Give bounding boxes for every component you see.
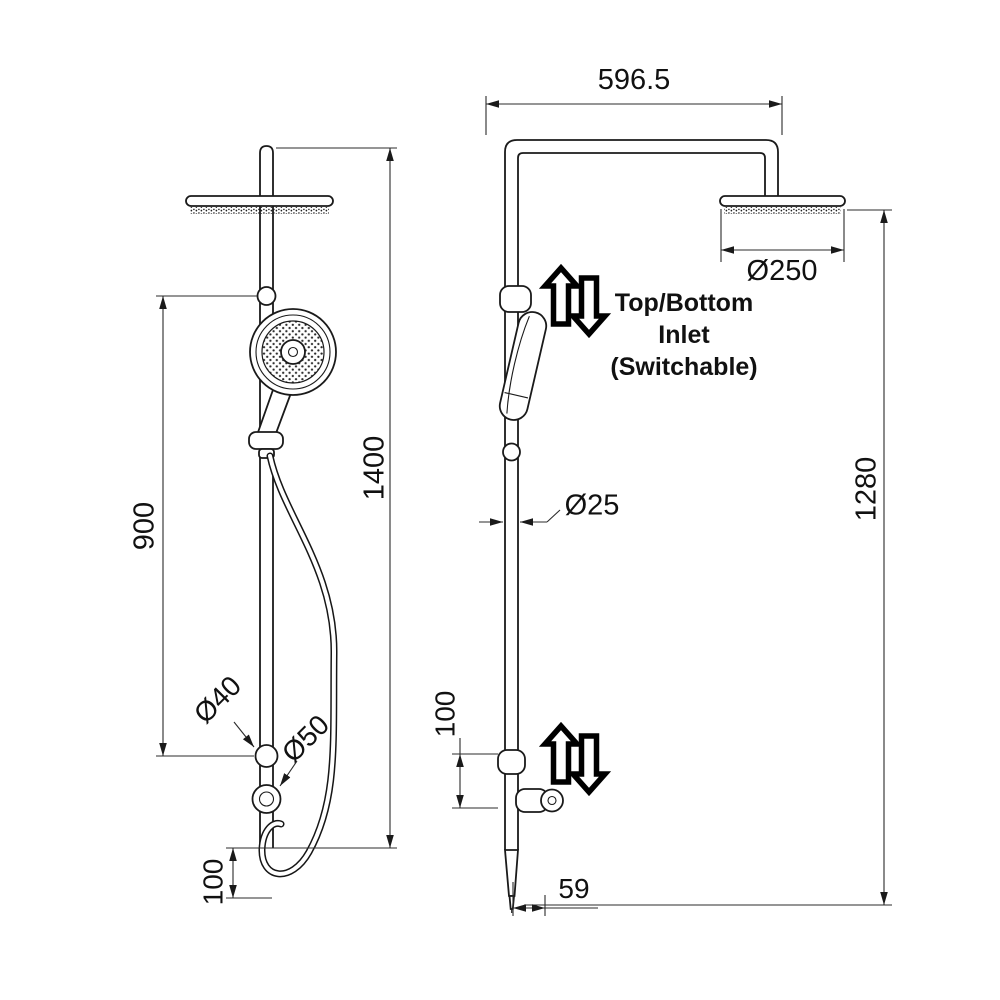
switch-arrows-icon-bottom (538, 721, 612, 797)
dimension-pipe-diameter: Ø25 (479, 490, 620, 526)
upper-rail-knob (256, 286, 277, 306)
dimension-label-900: 900 (129, 502, 161, 550)
label-diameter-40: Ø40 (188, 670, 255, 748)
dimension-label-596: 596.5 (598, 64, 671, 96)
svg-text:Ø50: Ø50 (276, 709, 335, 768)
dimension-bottom-offset-front: 100 (197, 848, 272, 905)
label-diameter-50: Ø50 (276, 709, 335, 787)
bottom-outlet-cone (504, 849, 519, 913)
dimension-label-25: Ø25 (565, 490, 620, 522)
switch-arrows-icon-top (538, 263, 612, 339)
dimension-head-diameter: Ø250 (720, 209, 845, 287)
slider-bracket-front (248, 431, 284, 450)
dimension-label-250: Ø250 (747, 255, 818, 287)
riser-pipe-side-inner (517, 152, 766, 850)
riser-pipe-side-outer (504, 139, 779, 850)
dimension-outlet-offset: 59 (512, 873, 598, 916)
overhead-shower-plate-front (185, 195, 334, 207)
hand-shower-center-dot (287, 346, 299, 358)
dimension-label-100-front: 100 (197, 859, 228, 906)
dimension-total-height: 1400 (276, 147, 397, 848)
outlet-knob-inner (258, 791, 275, 807)
inlet-note-line3: (Switchable) (610, 353, 757, 381)
outlet-knob-50 (251, 784, 282, 814)
inlet-note-line2: Inlet (658, 321, 710, 349)
lower-bracket-side (497, 749, 526, 775)
dimension-rail-height: 900 (129, 295, 257, 757)
hand-shower-head (249, 308, 337, 396)
dimension-arm-reach: 596.5 (485, 64, 783, 135)
hand-shower-side (498, 311, 548, 421)
hand-shower-bracket-side (499, 285, 532, 313)
inlet-note-line1: Top/Bottom (615, 289, 753, 317)
dimension-label-1280: 1280 (851, 457, 883, 522)
dimension-column-height: 1280 (524, 209, 892, 906)
dimension-label-100-side: 100 (429, 691, 460, 738)
side-view: Ø25 Top/Bottom Inlet (Switchable) (429, 64, 892, 916)
elbow-knob-40 (254, 744, 279, 768)
wall-mount-elbow (515, 788, 564, 813)
dimension-label-59: 59 (558, 873, 589, 904)
overhead-shower-plate-side (719, 195, 846, 207)
front-view: 900 1400 100 Ø40 Ø50 (129, 145, 397, 905)
svg-text:Ø40: Ø40 (188, 670, 247, 729)
inlet-annotation: Top/Bottom Inlet (Switchable) (610, 289, 757, 381)
shower-hose (258, 452, 338, 878)
dimension-label-1400: 1400 (359, 436, 391, 501)
overhead-shower-spray-face-front (190, 207, 329, 214)
hand-shower-hub (280, 339, 306, 365)
slider-knob-side (502, 442, 521, 462)
overhead-shower-spray-face-side (724, 207, 841, 214)
riser-pipe-front (259, 145, 274, 848)
dimension-bracket-offset-side: 100 (429, 691, 498, 809)
